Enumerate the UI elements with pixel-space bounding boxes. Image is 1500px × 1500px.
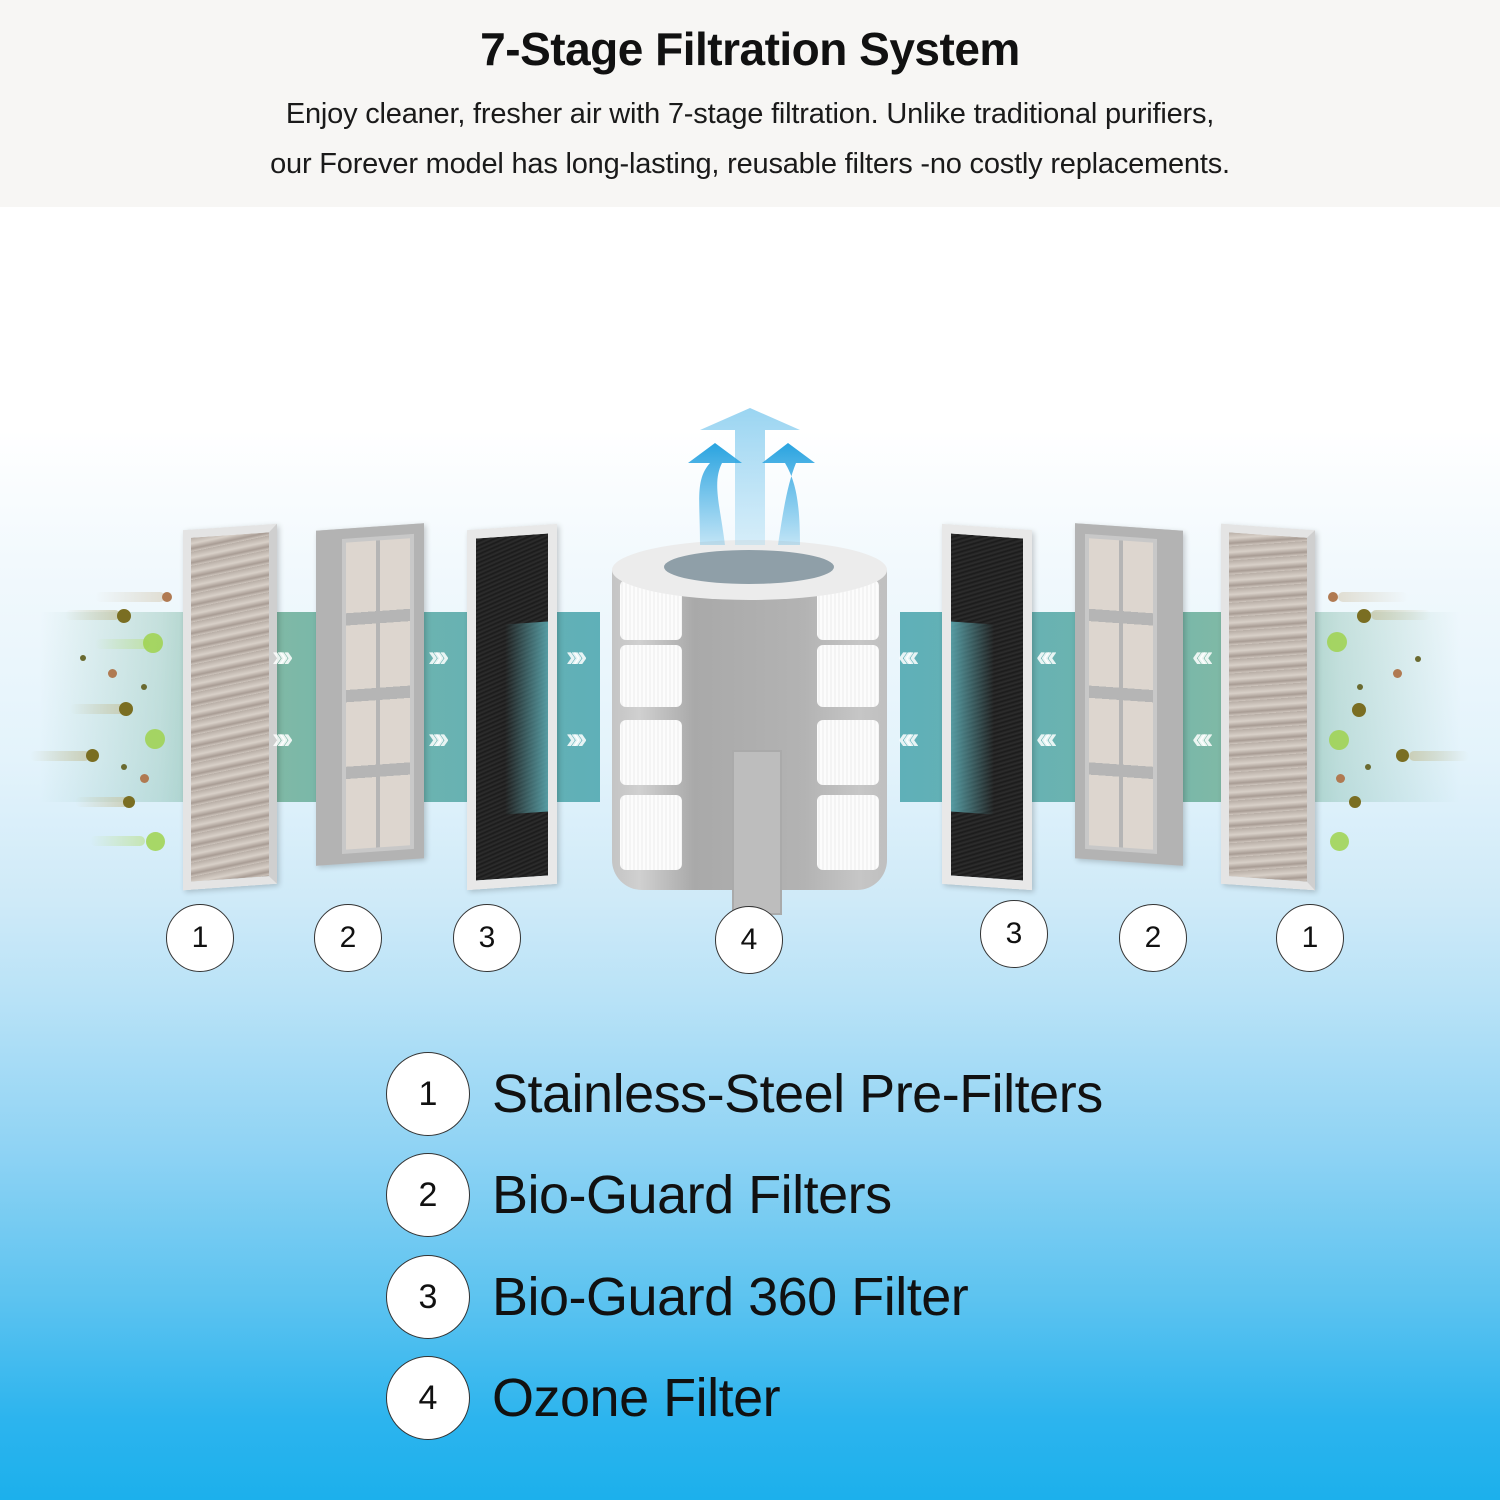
stage-marker-1-left: 1 [166, 904, 234, 972]
bioguard-360-filter-left [467, 523, 557, 891]
particle-dot [121, 764, 127, 770]
bioguard-filter-right [1075, 523, 1183, 866]
legend-number-badge: 4 [386, 1356, 470, 1440]
particle-dot [86, 749, 99, 762]
particle-dot [146, 832, 165, 851]
particle-dot [162, 592, 172, 602]
particle-dot [1329, 730, 1349, 750]
chevron-right-icon: »» [428, 640, 450, 673]
legend-item: 1 Stainless-Steel Pre-Filters [386, 1052, 1103, 1136]
chevron-right-icon: »» [566, 722, 588, 755]
page-title: 7-Stage Filtration System [480, 23, 1020, 75]
legend-label: Stainless-Steel Pre-Filters [492, 1064, 1103, 1124]
chevron-right-icon: »» [566, 640, 588, 673]
chevron-right-icon: »» [272, 640, 294, 673]
particle-dot [117, 609, 131, 623]
particle-dot [1357, 609, 1371, 623]
stage-marker-2-right: 2 [1119, 904, 1187, 972]
chevron-left-icon: «« [1036, 640, 1058, 673]
bioguard-360-filter-right [942, 523, 1032, 891]
legend-label: Ozone Filter [492, 1368, 781, 1428]
cylinder-handle [732, 750, 782, 915]
particle-dot [1349, 796, 1361, 808]
ozone-filter-cylinder [612, 540, 887, 915]
particle-dot [119, 702, 133, 716]
particle-dot [1357, 684, 1363, 690]
particle-dot [1365, 764, 1371, 770]
particle-dot [145, 729, 165, 749]
legend-label: Bio-Guard 360 Filter [492, 1267, 969, 1327]
stainless-steel-prefilter-left [183, 523, 277, 891]
particle-dot [1415, 656, 1421, 662]
stage-marker-2-left: 2 [314, 904, 382, 972]
chevron-left-icon: «« [1036, 722, 1058, 755]
particle-dot [1327, 632, 1347, 652]
subtitle-line-1: Enjoy cleaner, fresher air with 7-stage … [285, 98, 1215, 130]
legend-number-badge: 3 [386, 1255, 470, 1339]
legend-item: 4 Ozone Filter [386, 1356, 781, 1440]
header-banner: 7-Stage Filtration System Enjoy cleaner,… [0, 0, 1500, 207]
chevron-right-icon: »» [428, 722, 450, 755]
legend-label: Bio-Guard Filters [492, 1165, 892, 1225]
chevron-left-icon: «« [1192, 722, 1214, 755]
particle-dot [80, 655, 86, 661]
subtitle-line-2: our Forever model has long-lasting, reus… [270, 148, 1230, 180]
airflow-up-arrows-icon [688, 408, 815, 545]
particle-dot [1396, 749, 1409, 762]
particle-dot [1393, 669, 1402, 678]
particle-dot [141, 684, 147, 690]
stage-marker-4-center: 4 [715, 906, 783, 974]
particle-dot [143, 633, 163, 653]
legend-item: 3 Bio-Guard 360 Filter [386, 1255, 969, 1339]
particle-dot [1336, 774, 1345, 783]
stage-marker-3-right: 3 [980, 900, 1048, 968]
particle-dot [123, 796, 135, 808]
particle-dot [140, 774, 149, 783]
particle-dot [108, 669, 117, 678]
particle-dot [1330, 832, 1349, 851]
legend-number-badge: 1 [386, 1052, 470, 1136]
legend-item: 2 Bio-Guard Filters [386, 1153, 892, 1237]
particle-dot [1328, 592, 1338, 602]
legend-number-badge: 2 [386, 1153, 470, 1237]
bioguard-filter-left [316, 523, 424, 866]
chevron-left-icon: «« [1192, 640, 1214, 673]
chevron-right-icon: »» [272, 722, 294, 755]
particle-dot [1352, 703, 1366, 717]
stage-marker-3-left: 3 [453, 904, 521, 972]
chevron-left-icon: «« [898, 722, 920, 755]
chevron-left-icon: «« [898, 640, 920, 673]
stage-marker-1-right: 1 [1276, 904, 1344, 972]
stainless-steel-prefilter-right [1221, 523, 1315, 891]
